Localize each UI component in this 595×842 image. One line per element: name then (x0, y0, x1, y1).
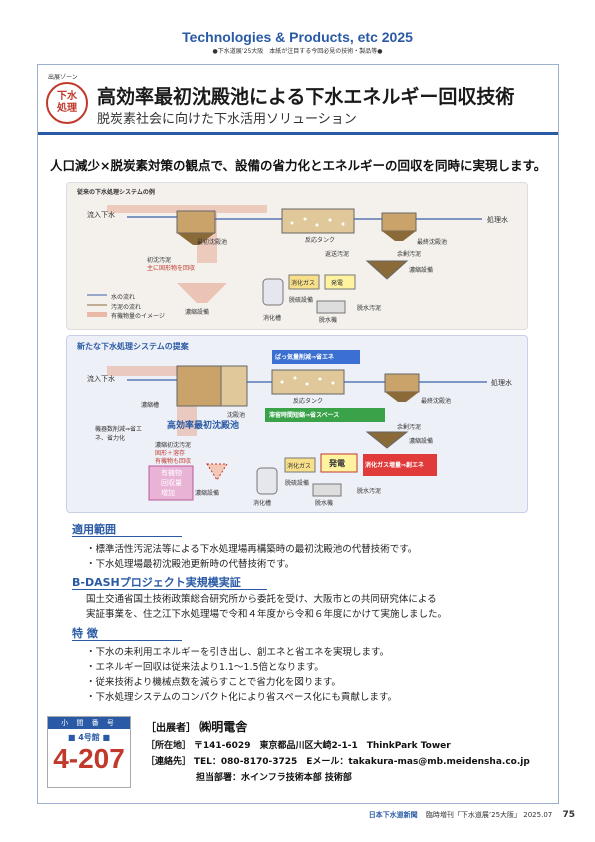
scope-underline (72, 536, 182, 537)
power-label: 発電 (331, 280, 344, 287)
new-thickener-label: 濃縮設備 (409, 438, 434, 445)
feature-item-4: ・下水処理システムのコンパクト化により省スペース化にも貢献します。 (86, 692, 397, 703)
retention-label: 滞留時間短縮⇒省スペース (269, 412, 340, 419)
exhibitor-line: ［出展者］ ㈱明電舎 (146, 720, 248, 734)
thickener-label: 濃縮設備 (409, 267, 434, 274)
diagram-conventional-heading: 従来の下水処理システムの例 (77, 189, 155, 196)
thick-tank-label: 濃縮槽 (141, 402, 160, 409)
scope-heading: 適用範囲 (72, 523, 116, 536)
title-divider (38, 132, 558, 135)
booth-box: 小 間 番 号 ■ 4号館 ■ 4-207 (47, 716, 131, 788)
zone-badge-line1: 下水 (57, 91, 77, 102)
solids-dissolved-label: 固形＋溶存 (155, 450, 186, 457)
booth-head: 小 間 番 号 (48, 717, 130, 729)
zone-badge-line2: 処理 (57, 103, 77, 114)
bdash-heading: B-DASHプロジェクト実規模実証 (72, 576, 241, 589)
aeration-cut-label: ばっ気量削減⇒省エネ (275, 354, 335, 361)
diagram-proposal-heading: 新たな下水処理システムの提案 (77, 342, 189, 351)
new-excess-label: 余剰汚泥 (397, 424, 422, 431)
new-gas-label: 消化ガス (287, 463, 312, 470)
digester-label: 消化槽 (263, 315, 282, 322)
new-digester-label: 消化槽 (253, 500, 272, 507)
page-footer: 日本下水道新聞 臨時増刊「下水道展’25大阪」 2025.07 75 (0, 810, 575, 820)
primary-sludge-label: 初沈汚泥 (147, 257, 172, 264)
diagram-conventional: 従来の下水処理システムの例 流入下水 最初沈殿池 反応タンク 最終沈殿池 処理水… (66, 182, 528, 330)
article-frame (37, 64, 559, 804)
new-primary-sludge-label: 濃縮初沈汚泥 (155, 442, 192, 449)
organic-inc-1: 有機物 (161, 469, 182, 477)
zone-badge: 下水 処理 (46, 82, 88, 124)
new-final-label: 最終沈殿池 (421, 398, 452, 405)
dept-line: 担当部署：水インフラ技術本部 技術部 (196, 773, 352, 783)
new-reaction-label: 反応タンク (293, 398, 324, 405)
legend-sludge: 汚泥の流れ (111, 304, 142, 311)
new-desulfur-label: 脱硫設備 (285, 480, 310, 487)
feature-item-2: ・エネルギー回収は従来法より1.1～1.5倍となります。 (86, 662, 324, 673)
solids-note: 主に固形物を回収 (147, 265, 196, 272)
diagram-proposal: 新たな下水処理システムの提案 流入下水 ばっ気量削減⇒省エネ 反応タンク 最終沈… (66, 335, 528, 513)
header-subtitle: ●下水道展’25大阪 本紙が注目する今回必見の技術・製品等● (212, 48, 383, 55)
new-cake-label: 脱水汚泥 (357, 488, 382, 495)
feature-item-1: ・下水の未利用エネルギーを引き出し、創エネと省エネを実現します。 (86, 647, 390, 658)
bdash-text: 国土交通省国土技術政策総合研究所から委託を受け、大阪市との共同研究体による 実証… (86, 594, 448, 620)
organic-inc-2: 回収量 (161, 479, 182, 487)
organic-inc-3: 増加 (161, 489, 175, 497)
booth-number: 4-207 (53, 743, 125, 774)
booth-hall: ■ 4号館 ■ (67, 733, 111, 742)
desulfur-label: 脱硫設備 (289, 297, 314, 304)
features-underline (72, 640, 182, 641)
dewater-label: 脱水機 (319, 317, 338, 324)
settle-label: 沈殿池 (227, 412, 246, 419)
address-line: ［所在地］ 〒141-6029 東京都品川区大崎2-1-1 ThinkPark … (146, 741, 451, 751)
new-inflow-label: 流入下水 (87, 375, 115, 383)
inflow-label: 流入下水 (87, 211, 115, 219)
feature-item-3: ・従来技術より機械点数を減らすことで省力化を図ります。 (86, 677, 341, 688)
equip-cut-label: 機器数削減⇒省エネ、省力化 (95, 426, 143, 442)
excess-sludge-label: 余剰汚泥 (397, 251, 422, 258)
new-thickener2-label: 濃縮設備 (195, 490, 220, 497)
diagram-conventional-graphic (87, 205, 482, 317)
new-dewater-label: 脱水機 (315, 500, 334, 507)
diagram-proposal-graphic (107, 350, 487, 501)
legend-organic: 有機物量のイメージ (111, 313, 165, 320)
article-title: 高効率最初沈殿池による下水エネルギー回収技術 (97, 86, 515, 108)
bdash-underline (72, 589, 267, 590)
zone-label: 出展ゾーン (48, 74, 78, 81)
treated-water-label: 処理水 (487, 216, 508, 224)
gas-increase-label: 消化ガス増量⇒創エネ (365, 462, 425, 469)
page-number: 75 (562, 810, 575, 820)
header-title: Technologies & Products, etc 2025 (182, 29, 413, 45)
features-heading: 特 徴 (72, 627, 98, 640)
final-tank-label: 最終沈殿池 (417, 239, 448, 246)
organic-recovery-label: 有機物も回収 (155, 458, 192, 465)
return-sludge-label: 返送汚泥 (325, 251, 350, 258)
contact-line: ［連絡先］ TEL：080-8170-3725 Eメール：takakura-ma… (146, 757, 530, 767)
new-treated-label: 処理水 (491, 379, 512, 387)
issue: 臨時増刊「下水道展’25大阪」 2025.07 (425, 811, 553, 819)
scope-item-1: ・標準活性汚泥法等による下水処理場再構築時の最初沈殿池の代替技術です。 (86, 544, 418, 555)
new-power-label: 発電 (329, 459, 345, 468)
cake-label: 脱水汚泥 (357, 305, 382, 312)
reaction-tank-label: 反応タンク (305, 237, 336, 244)
article-subtitle: 脱炭素社会に向けた下水活用ソリューション (97, 112, 357, 127)
lead-text: 人口減少×脱炭素対策の観点で、設備の省力化とエネルギーの回収を同時に実現します。 (50, 158, 547, 173)
legend-water: 水の流れ (111, 294, 136, 301)
scope-item-2: ・下水処理場最初沈殿池更新時の代替技術です。 (86, 559, 295, 570)
gas-label: 消化ガス (291, 280, 316, 287)
primary-tank-label: 最初沈殿池 (197, 239, 228, 246)
hi-eff-label: 高効率最初沈殿池 (167, 421, 240, 431)
publisher: 日本下水道新聞 (368, 811, 418, 819)
thickener2-label: 濃縮設備 (185, 309, 210, 316)
